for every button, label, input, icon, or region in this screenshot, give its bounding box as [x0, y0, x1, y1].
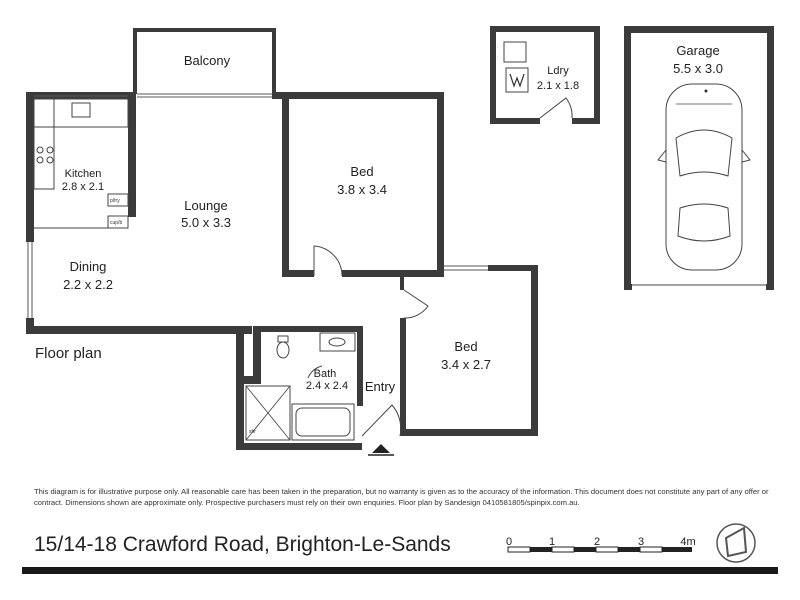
dining-label: Dining	[70, 259, 107, 274]
scale-tick-1: 1	[549, 536, 555, 548]
washing-machine-icon	[505, 67, 529, 93]
scale-tick-3: 3	[638, 536, 644, 548]
shower-label: shr	[249, 429, 256, 435]
bath-door	[307, 365, 323, 379]
scale-tick-2: 2	[594, 536, 600, 548]
property-address: 15/14-18 Crawford Road, Brighton-Le-Sand…	[34, 533, 451, 556]
windows	[27, 93, 488, 318]
bathtub-icon	[291, 403, 355, 441]
bed1-label: Bed	[350, 164, 373, 179]
laundry-dims: 2.1 x 1.8	[537, 80, 579, 92]
laundry-tub-icon	[503, 41, 527, 63]
kitchen-dims: 2.8 x 2.1	[62, 181, 104, 193]
bed1-door	[313, 245, 343, 277]
basin-icon	[319, 332, 356, 352]
scale-tick-4: 4m	[680, 536, 695, 548]
laundry-room	[490, 26, 600, 124]
lounge-label: Lounge	[184, 198, 227, 213]
north-compass-icon	[716, 523, 756, 563]
kitchen-label: Kitchen	[65, 168, 102, 180]
shower-icon	[245, 385, 291, 441]
bath-label: Bath	[314, 368, 337, 380]
disclaimer-text: This diagram is for illustrative purpose…	[34, 487, 769, 507]
entry-label: Entry	[365, 379, 396, 394]
bed2-door	[403, 289, 429, 319]
kitchen-fixtures	[33, 98, 129, 229]
garage-dims: 5.5 x 3.0	[673, 61, 723, 76]
balcony-area	[133, 28, 276, 94]
scale-bar: 0 1 2 3 4m	[506, 536, 696, 553]
floor-plan-title: Floor plan	[35, 345, 102, 362]
dining-dims: 2.2 x 2.2	[63, 277, 113, 292]
lounge-dims: 5.0 x 3.3	[181, 215, 231, 230]
bed2-dims: 3.4 x 2.7	[441, 357, 491, 372]
kitchen-sink-icon	[71, 102, 91, 118]
cooktop-icon	[36, 146, 44, 154]
balcony-label: Balcony	[184, 53, 231, 68]
pantry-label: p/try	[110, 198, 120, 204]
footer-bar	[22, 567, 778, 574]
garage	[624, 26, 774, 290]
bath-dims: 2.4 x 2.4	[306, 380, 348, 392]
bathroom-fixtures	[245, 332, 356, 441]
entry-arrow-icon	[372, 444, 390, 453]
laundry-label: Ldry	[547, 65, 569, 77]
bed2-label: Bed	[454, 339, 477, 354]
toilet-icon	[276, 341, 290, 359]
bed1-dims: 3.8 x 3.4	[337, 182, 387, 197]
garage-label: Garage	[676, 43, 719, 58]
entry-door	[361, 404, 402, 437]
cupboard-label: cup/b	[110, 220, 122, 226]
car-icon	[657, 83, 751, 271]
pantry-cupboard	[107, 193, 129, 207]
scale-tick-0: 0	[506, 536, 512, 548]
laundry-door	[539, 97, 573, 119]
doors	[307, 245, 429, 437]
unit-walls	[26, 92, 538, 450]
